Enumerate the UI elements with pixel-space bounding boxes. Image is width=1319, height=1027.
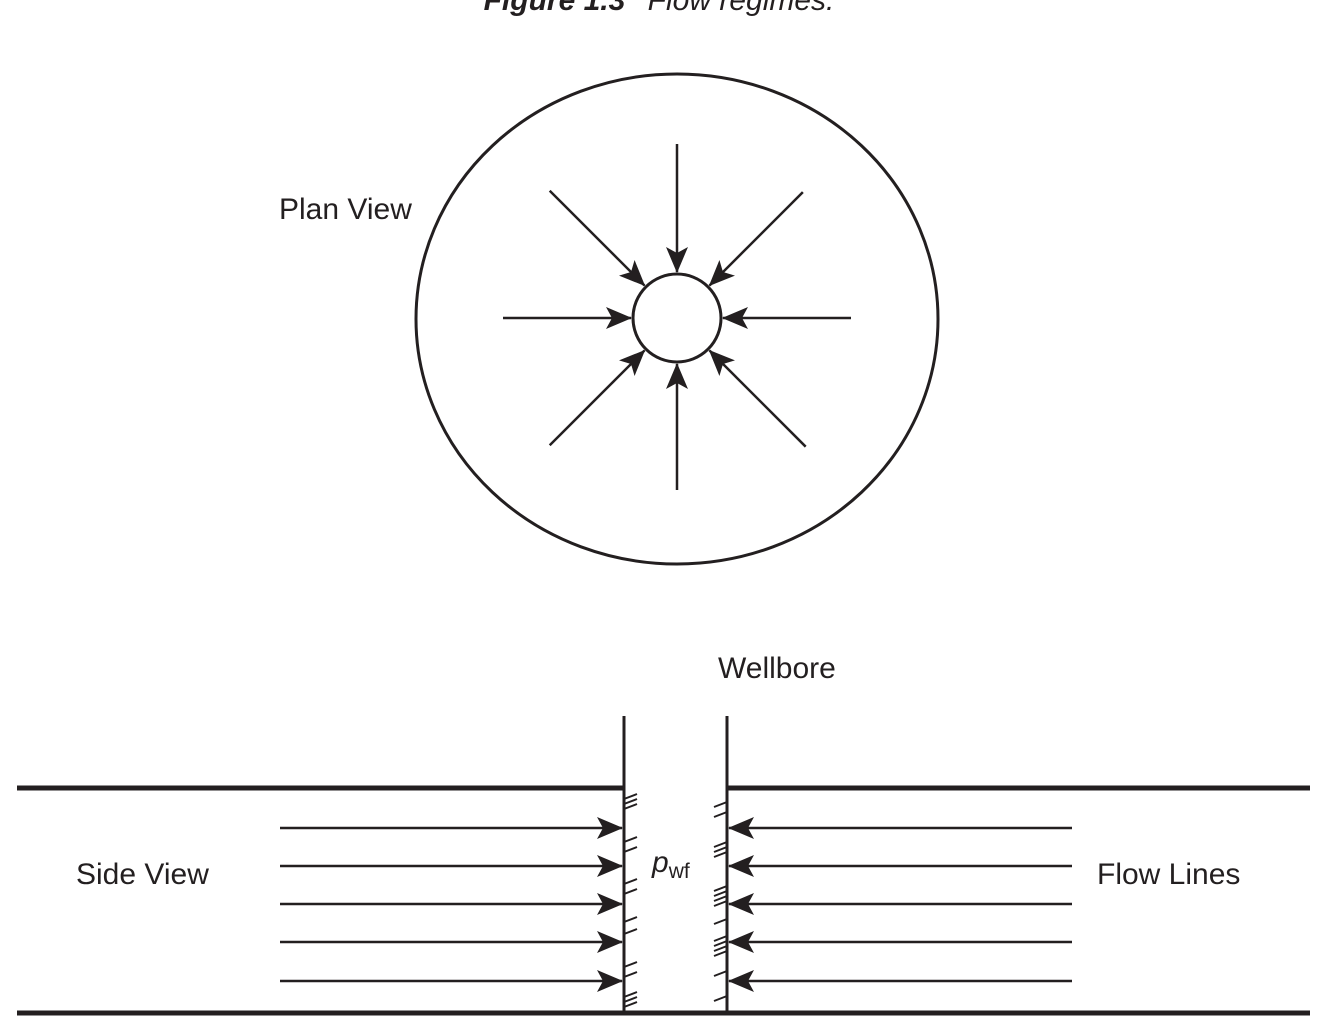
figure-caption: Figure 1.3 Flow regimes. — [484, 0, 835, 17]
perforation-right-14 — [713, 970, 728, 977]
flow-lines-label: Flow Lines — [1097, 858, 1240, 891]
perforation-right-5 — [713, 885, 728, 892]
perforation-right-9 — [713, 918, 728, 925]
perforation-left-3 — [623, 836, 638, 843]
linear-flow-arrows — [280, 817, 1072, 992]
perforation-marks — [623, 793, 728, 1008]
perforation-left-4 — [623, 846, 638, 853]
perforation-right-13 — [713, 950, 728, 957]
radial-arrow-5 — [548, 349, 646, 447]
perforation-right-6 — [713, 890, 728, 897]
perforation-left-0 — [623, 793, 638, 800]
radial-arrow-1 — [708, 191, 804, 287]
pressure-subscript: wf — [668, 860, 690, 883]
perforation-right-4 — [713, 851, 728, 858]
perforation-right-8 — [713, 900, 728, 907]
perforation-left-10 — [623, 971, 638, 978]
perforation-right-11 — [713, 940, 728, 947]
figure-number: Figure 1.3 — [484, 0, 626, 17]
perforation-right-2 — [713, 841, 728, 848]
perforation-right-12 — [713, 945, 728, 952]
perforation-right-0 — [713, 801, 728, 808]
perforation-left-6 — [623, 888, 638, 895]
bottomhole-pressure-label: pwf — [651, 846, 690, 883]
perforation-left-5 — [623, 878, 638, 885]
perforation-left-8 — [623, 928, 638, 935]
perforation-left-12 — [623, 996, 638, 1003]
perforation-left-13 — [623, 1001, 638, 1008]
radial-flow-arrows — [503, 144, 851, 490]
plan-view-label: Plan View — [279, 193, 412, 226]
wellbore-circle — [631, 272, 723, 364]
perforation-left-2 — [623, 803, 638, 810]
perforation-left-1 — [623, 798, 638, 805]
radial-arrow-3 — [548, 189, 646, 287]
perforation-right-7 — [713, 895, 728, 902]
perforation-right-10 — [713, 935, 728, 942]
perforation-left-9 — [623, 961, 638, 968]
figure-caption-text: Flow regimes. — [648, 0, 835, 17]
radial-arrow-7 — [708, 349, 807, 448]
perforation-left-7 — [623, 916, 638, 923]
side-view-label: Side View — [76, 858, 209, 891]
perforation-right-15 — [713, 995, 728, 1002]
wellbore-label: Wellbore — [718, 652, 836, 685]
perforation-right-3 — [713, 846, 728, 853]
perforation-left-11 — [623, 991, 638, 998]
perforation-right-1 — [713, 811, 728, 818]
reservoir-boundary — [414, 72, 940, 566]
pressure-symbol: p — [651, 846, 669, 879]
